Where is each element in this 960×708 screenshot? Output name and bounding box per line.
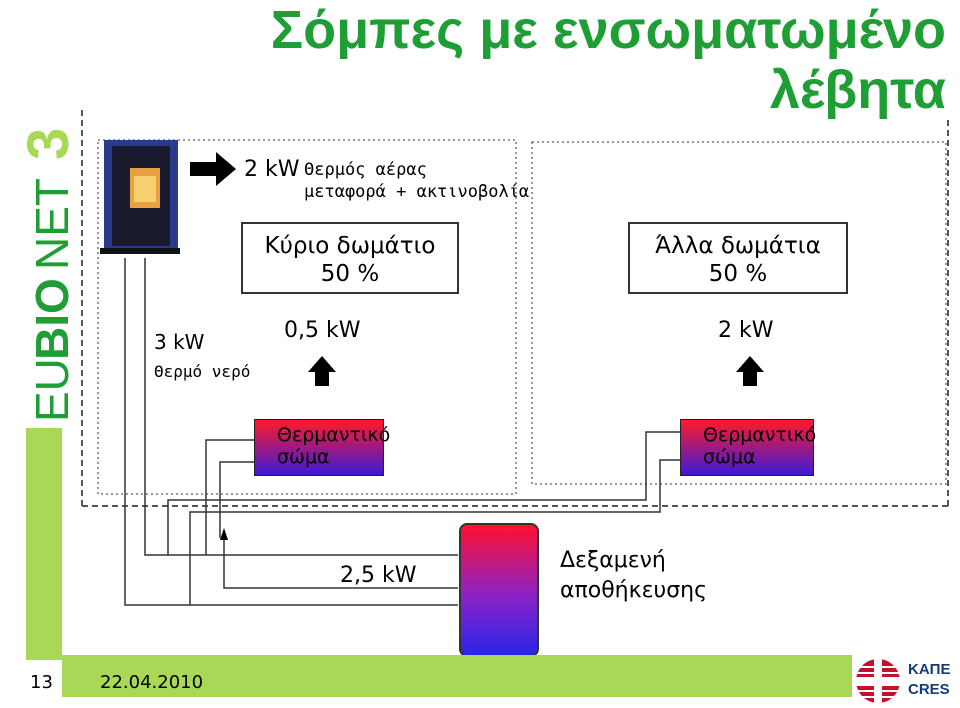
svg-text:3: 3 <box>16 128 81 160</box>
other-rooms-box: Άλλα δωμάτια 50 % <box>628 222 848 294</box>
main-room-power: 0,5 kW <box>284 318 361 343</box>
storage-tank <box>459 523 539 657</box>
storage-label2: αποθήκευσης <box>560 578 707 603</box>
storage-power: 2,5 kW <box>340 563 417 588</box>
eubionet-logo: EU BIO NET 3 <box>6 60 86 430</box>
radiator-main-room-label1: Θερμαντικό <box>277 424 391 446</box>
water-label: Θερμό νερό <box>154 362 251 381</box>
storage-label1: Δεξαμενή <box>560 548 666 573</box>
kape-cres-logo: ΚΑΠΕ CRES <box>852 655 956 705</box>
other-rooms-percent: 50 % <box>708 261 768 287</box>
other-rooms-power: 2 kW <box>718 318 774 343</box>
svg-text:EU: EU <box>26 358 78 422</box>
slide-title-line2: λέβητα <box>769 60 946 120</box>
main-room-box: Κύριο δωμάτιο 50 % <box>241 222 459 294</box>
main-room-name: Κύριο δωμάτιο <box>264 233 436 259</box>
radiator-main-room-label2: σώμα <box>277 446 330 468</box>
stove-air-power: 2 kW <box>244 157 300 182</box>
radiator-other-rooms-label1: Θερμαντικό <box>703 424 817 446</box>
stove-air-sublabel: μεταφορά + ακτινοβολία <box>304 182 530 202</box>
radiator-other-rooms: Θερμαντικό σώμα <box>680 419 817 476</box>
slide-number: 13 <box>30 672 53 693</box>
stove-air-label: Θερμός αέρας <box>304 160 427 180</box>
footer-green-bar-vertical <box>26 428 62 660</box>
radiator-main-room: Θερμαντικό σώμα <box>254 419 391 476</box>
kape-logo-text: ΚΑΠΕ <box>908 661 951 678</box>
footer-green-bar <box>62 655 852 697</box>
other-rooms-name: Άλλα δωμάτια <box>655 233 821 259</box>
slide-date: 22.04.2010 <box>100 672 204 693</box>
svg-text:NET: NET <box>26 178 78 270</box>
cres-logo-text: CRES <box>908 681 950 698</box>
slide-title-line1: Σόμπες με ενσωματωμένο <box>270 0 946 60</box>
radiator-other-rooms-label2: σώμα <box>703 446 756 468</box>
svg-text:BIO: BIO <box>26 278 78 360</box>
main-room-percent: 50 % <box>320 261 380 287</box>
water-power: 3 kW <box>154 330 205 354</box>
